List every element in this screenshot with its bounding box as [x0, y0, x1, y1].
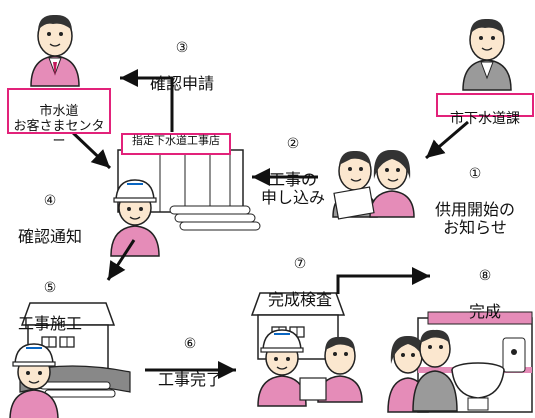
sewer-dept-official-icon [462, 18, 512, 91]
step-3-label: ③ 確認申請 [132, 22, 232, 112]
step-1-number: ① [468, 166, 482, 183]
step-6-label: ⑥ 工事完了 [140, 318, 240, 408]
sewer-dept-label: 市下水道課 [450, 111, 520, 128]
step-5-number: ⑤ [43, 280, 57, 297]
sewer-dept-box: 市下水道課 [436, 93, 534, 127]
completed-couple-icon [387, 329, 458, 413]
arrow-step8 [336, 267, 430, 294]
arrow-step1 [425, 120, 469, 160]
step-5-label: ⑤ 工事施工 [0, 262, 100, 352]
step-8-label: ⑧ 完成 [445, 250, 525, 340]
step-8-text: 完成 [468, 301, 501, 321]
step-4-number: ④ [43, 193, 57, 210]
step-5-text: 工事施工 [17, 313, 82, 333]
step-1-text: 供用開始の お知らせ [434, 199, 515, 238]
step-2-text: 工事の 申し込み [260, 169, 325, 208]
contractor-label: 指定下水道工事店 [132, 134, 220, 147]
city-office-label: 市水道 お客さまセンター [13, 103, 105, 149]
step-6-number: ⑥ [183, 336, 197, 353]
city-office-box: 市水道 お客さまセンター [7, 88, 111, 149]
arrow-step3 [120, 69, 174, 132]
step-2-label: ② 工事の 申し込み [248, 118, 338, 226]
customer-couple-icon [332, 149, 415, 220]
step-4-label: ④ 確認通知 [0, 175, 100, 265]
contractor-worker-icon [110, 179, 160, 257]
step-7-label: ⑦ 完成検査 [250, 238, 350, 328]
step-3-text: 確認申請 [149, 73, 214, 93]
step-2-number: ② [286, 136, 300, 153]
worker-with-pipes-icon [9, 343, 131, 418]
inspection-people-icon [257, 329, 363, 407]
arrow-step5 [106, 239, 136, 281]
arrow-step4 [68, 128, 112, 170]
step-3-number: ③ [175, 40, 189, 57]
step-1-label: ① 供用開始の お知らせ [415, 148, 535, 256]
city-office-official-icon [30, 14, 80, 87]
step-4-text: 確認通知 [17, 226, 82, 246]
step-6-text: 工事完了 [157, 369, 222, 389]
step-7-text: 完成検査 [267, 289, 332, 309]
step-8-number: ⑧ [478, 268, 492, 285]
contractor-box: 指定下水道工事店 [121, 133, 231, 155]
step-7-number: ⑦ [293, 256, 307, 273]
